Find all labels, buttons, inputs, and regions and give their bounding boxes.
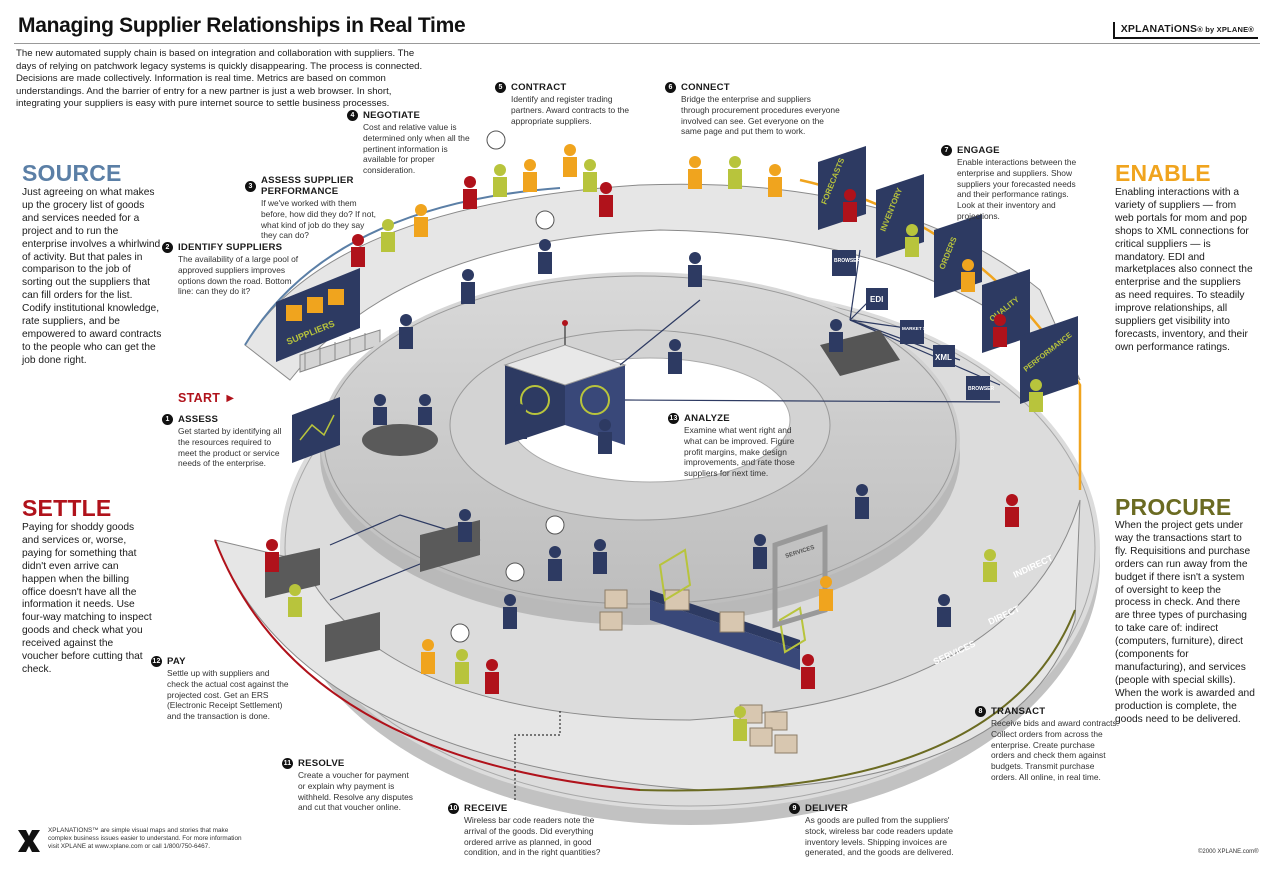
step-10: 10 RECEIVE Wireless bar code readers note… bbox=[448, 803, 608, 858]
procure-title: PROCURE bbox=[1115, 494, 1232, 520]
lower-walkway bbox=[214, 499, 1081, 791]
step-title: ASSESS SUPPLIER PERFORMANCE bbox=[261, 175, 354, 197]
dotted-path bbox=[514, 710, 561, 800]
step-title: TRANSACT bbox=[991, 706, 1046, 717]
step-5: 5 CONTRACT Identify and register trading … bbox=[495, 82, 630, 126]
board-browser1-label: BROWSER bbox=[834, 258, 861, 264]
step-number: 12 bbox=[151, 656, 162, 667]
step-text: Cost and relative value is determined on… bbox=[363, 122, 470, 176]
footnote: XPLANATIONS™ are simple visual maps and … bbox=[48, 827, 242, 851]
copyright: ©2000 XPLANE.com® bbox=[1198, 849, 1259, 855]
step-1: 1 ASSESS Get started by identifying all t… bbox=[162, 414, 287, 469]
step-text: Bridge the enterprise and suppliers thro… bbox=[681, 94, 840, 137]
step-title: DELIVER bbox=[805, 803, 848, 814]
meeting-table bbox=[362, 424, 438, 456]
step-text: Settle up with suppliers and check the a… bbox=[167, 668, 289, 722]
step-11: 11 RESOLVE Create a voucher for payment o… bbox=[282, 758, 417, 813]
step-title: NEGOTIATE bbox=[363, 110, 421, 121]
step-number: 3 bbox=[245, 180, 256, 192]
step-text: The availability of a large pool of appr… bbox=[178, 254, 299, 297]
step-title: RESOLVE bbox=[298, 758, 345, 769]
step-text: Enable interactions between the enterpri… bbox=[957, 157, 1077, 221]
source-text: Just agreeing on what makes up the groce… bbox=[22, 187, 162, 366]
bridge bbox=[299, 329, 381, 373]
step-12: 12 PAY Settle up with suppliers and check… bbox=[151, 656, 291, 722]
central-hub bbox=[449, 320, 831, 521]
upper-walkway bbox=[244, 183, 1081, 381]
step-title: RECEIVE bbox=[464, 803, 508, 814]
delivered-boxes bbox=[599, 589, 798, 754]
enable-title: ENABLE bbox=[1115, 160, 1211, 186]
step-number: 1 bbox=[162, 414, 173, 425]
board-edi-label: EDI bbox=[870, 295, 883, 304]
step-title: CONTRACT bbox=[511, 82, 567, 93]
step-text: Identify and register trading partners. … bbox=[511, 94, 630, 126]
assess-board bbox=[292, 397, 340, 463]
step-text: If we've worked with them before, how di… bbox=[261, 198, 377, 241]
step-6: 6 CONNECT Bridge the enterprise and suppl… bbox=[665, 82, 840, 137]
settle-title: SETTLE bbox=[22, 495, 112, 521]
step-number: 5 bbox=[495, 82, 506, 93]
step-title: PAY bbox=[167, 656, 186, 667]
step-text: Examine what went right and what can be … bbox=[684, 425, 795, 479]
step-title: ANALYZE bbox=[684, 413, 730, 424]
step-number: 8 bbox=[975, 706, 986, 717]
board-browser2-label: BROWSER bbox=[968, 386, 995, 392]
step-text: Get started by identifying all the resou… bbox=[178, 426, 282, 469]
step-number: 11 bbox=[282, 758, 293, 769]
brand-name: XPLANATiONS bbox=[1120, 23, 1198, 35]
conveyor bbox=[650, 548, 807, 670]
brand-logo: XPLANATiONS® by XPLANE® bbox=[1112, 22, 1258, 39]
step-4: 4 NEGOTIATE Cost and relative value is de… bbox=[347, 110, 472, 176]
intro-paragraph: The new automated supply chain is based … bbox=[16, 48, 423, 110]
title-divider bbox=[14, 43, 1260, 44]
brand-by: ® by XPLANE® bbox=[1197, 25, 1254, 34]
step-title: IDENTIFY SUPPLIERS bbox=[178, 242, 283, 253]
page-title: Managing Supplier Relationships in Real … bbox=[18, 14, 466, 37]
board-xml-label: XML bbox=[935, 353, 952, 362]
step-3: 3 ASSESS SUPPLIER PERFORMANCE If we've wo… bbox=[245, 175, 420, 241]
step-text: Receive bids and award contracts. Collec… bbox=[991, 718, 1120, 782]
enable-text: Enabling interactions with a variety of … bbox=[1115, 187, 1253, 353]
source-title: SOURCE bbox=[22, 160, 122, 186]
settle-edge bbox=[214, 539, 641, 791]
procure-text: When the project gets under way the tran… bbox=[1115, 520, 1255, 725]
step-number: 9 bbox=[789, 803, 800, 814]
step-text: As goods are pulled from the suppliers' … bbox=[805, 815, 954, 858]
step-title: CONNECT bbox=[681, 82, 730, 93]
step-2: 2 IDENTIFY SUPPLIERS The availability of … bbox=[162, 242, 302, 297]
settle-text: Paying for shoddy goods and services or,… bbox=[22, 522, 152, 675]
step-7: 7 ENGAGE Enable interactions between the … bbox=[941, 145, 1086, 222]
speech-bubbles bbox=[450, 130, 565, 643]
step-number: 6 bbox=[665, 82, 676, 93]
step-8: 8 TRANSACT Receive bids and award contrac… bbox=[975, 706, 1120, 783]
board-market-label: MARKET SITES bbox=[902, 326, 936, 331]
step-9: 9 DELIVER As goods are pulled from the su… bbox=[789, 803, 959, 858]
step-number: 4 bbox=[347, 110, 358, 121]
step-number: 7 bbox=[941, 145, 952, 156]
xplane-x-icon bbox=[18, 830, 40, 852]
step-text: Create a voucher for payment or explain … bbox=[298, 770, 413, 813]
step-text: Wireless bar code readers note the arriv… bbox=[464, 815, 601, 858]
step-title: ENGAGE bbox=[957, 145, 1000, 156]
step-title: ASSESS bbox=[178, 414, 219, 425]
people bbox=[265, 144, 1043, 741]
step-number: 13 bbox=[668, 413, 679, 424]
start-label: START ► bbox=[178, 391, 237, 405]
step-13: 13 ANALYZE Examine what went right and wh… bbox=[668, 413, 803, 479]
procure-edge bbox=[639, 609, 1076, 792]
step-number: 2 bbox=[162, 242, 173, 253]
step-number: 10 bbox=[448, 803, 459, 814]
